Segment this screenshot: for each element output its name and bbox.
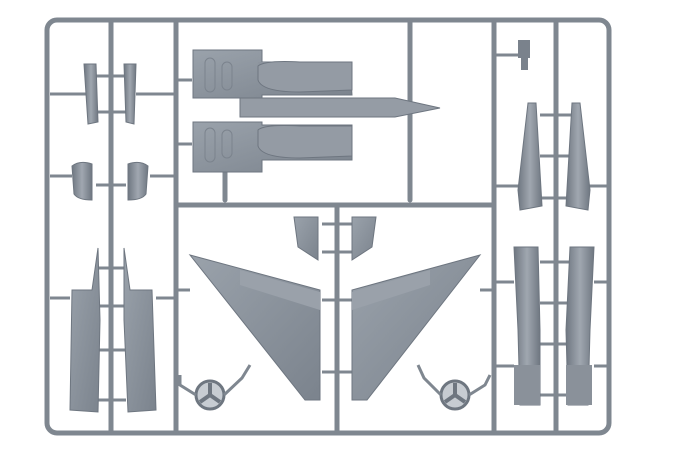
intake-parts [69,63,157,413]
wheel-hubs [178,364,492,411]
sprue-frame [44,17,612,436]
fuselage-parts [192,49,441,173]
wing-parts [188,216,482,401]
sprue-gates [50,53,609,402]
nacelle-parts [513,40,595,406]
